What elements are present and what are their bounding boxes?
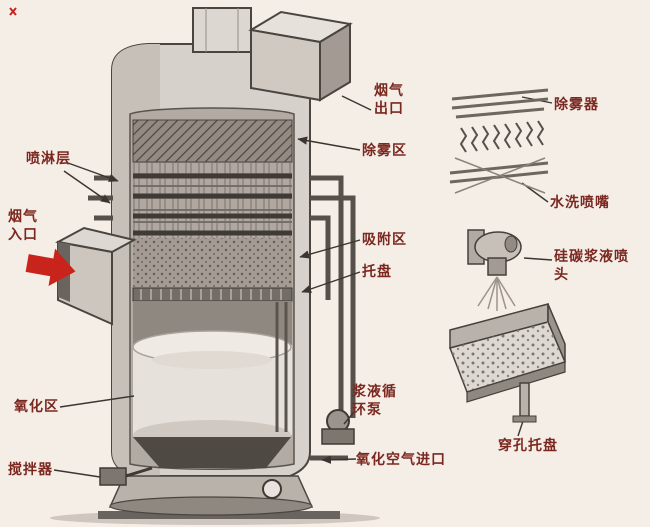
label-sic-slurry-nozzle: 硅碳浆液喷头 xyxy=(554,249,629,284)
label-flue-gas-inlet: 烟气入口 xyxy=(8,209,38,244)
downcomer-pipes xyxy=(275,302,288,432)
label-flue-gas-outlet: 烟气出口 xyxy=(374,83,404,118)
bottom-cone xyxy=(133,437,291,468)
label-water-wash-nozzle: 水洗喷嘴 xyxy=(550,195,610,211)
label-tray: 托盘 xyxy=(362,264,392,280)
label-oxidation-air-inlet: 氧化空气进口 xyxy=(356,452,446,468)
outlet-duct xyxy=(192,7,353,102)
perforated-tray-detail xyxy=(448,303,567,423)
slurry-pool xyxy=(132,330,292,450)
label-oxidation-zone: 氧化区 xyxy=(14,399,59,415)
label-demister: 除雾器 xyxy=(554,97,599,113)
chevron-plates xyxy=(459,120,545,153)
label-slurry-pump: 浆液循环泵 xyxy=(352,384,397,419)
label-spray-layer: 喷淋层 xyxy=(26,151,71,167)
label-demister-zone: 除雾区 xyxy=(362,143,407,159)
scan-artifact xyxy=(9,7,17,16)
spray-fan xyxy=(477,276,516,311)
label-absorption-zone: 吸附区 xyxy=(362,232,407,248)
manhole xyxy=(262,479,282,499)
slurry-pump-body xyxy=(321,409,355,445)
spray-pipes xyxy=(133,162,292,238)
label-perforated-tray: 穿孔托盘 xyxy=(498,438,558,454)
demister-detail xyxy=(449,88,549,194)
label-agitator: 搅拌器 xyxy=(8,462,53,478)
absorption-bed xyxy=(133,238,292,288)
slurry-nozzle-detail xyxy=(467,229,522,311)
flue-gas-flow-arrow xyxy=(25,248,76,287)
left-header-stubs xyxy=(88,175,113,221)
demister-band xyxy=(132,119,293,163)
cutaway-interior xyxy=(129,107,295,470)
circulation-pipes xyxy=(310,175,356,461)
